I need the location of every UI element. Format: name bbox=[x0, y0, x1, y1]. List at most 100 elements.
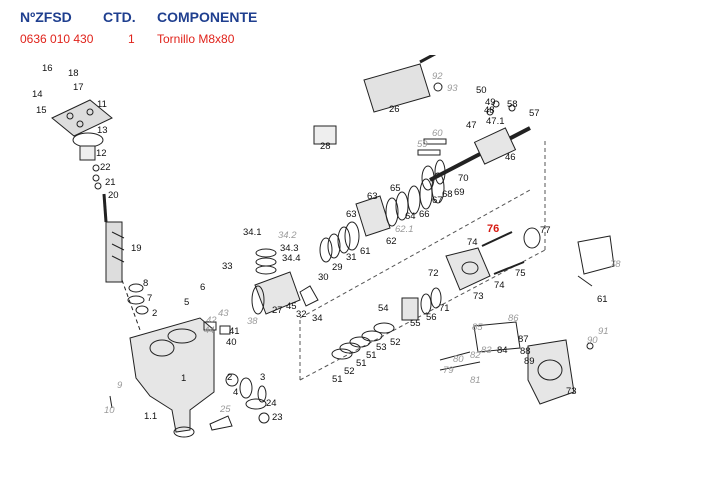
svg-text:52: 52 bbox=[390, 337, 401, 348]
svg-text:51: 51 bbox=[332, 374, 343, 385]
svg-text:19: 19 bbox=[131, 243, 142, 254]
svg-text:2: 2 bbox=[227, 372, 232, 383]
svg-text:21: 21 bbox=[105, 177, 116, 188]
svg-text:27: 27 bbox=[272, 305, 283, 316]
svg-text:38: 38 bbox=[247, 316, 258, 327]
svg-text:43: 43 bbox=[218, 308, 229, 319]
svg-text:33: 33 bbox=[222, 261, 233, 272]
svg-text:45: 45 bbox=[286, 301, 297, 312]
svg-text:51: 51 bbox=[356, 358, 367, 369]
svg-text:73: 73 bbox=[473, 291, 484, 302]
svg-text:25: 25 bbox=[219, 404, 231, 415]
svg-text:46: 46 bbox=[505, 152, 516, 163]
svg-text:80: 80 bbox=[453, 354, 464, 365]
svg-text:11: 11 bbox=[97, 99, 107, 110]
svg-text:54: 54 bbox=[378, 303, 389, 314]
svg-text:22: 22 bbox=[100, 162, 111, 173]
svg-text:78: 78 bbox=[610, 259, 621, 270]
svg-text:18: 18 bbox=[68, 68, 79, 79]
svg-text:2: 2 bbox=[152, 308, 157, 319]
row-quantity: 1 bbox=[128, 32, 135, 46]
svg-text:49: 49 bbox=[485, 97, 496, 108]
svg-text:8: 8 bbox=[143, 278, 148, 289]
svg-text:91: 91 bbox=[598, 326, 609, 337]
svg-text:61: 61 bbox=[597, 294, 608, 305]
svg-text:4: 4 bbox=[233, 387, 238, 398]
svg-text:68: 68 bbox=[442, 189, 453, 200]
svg-text:34.4: 34.4 bbox=[282, 253, 301, 264]
svg-text:10: 10 bbox=[104, 405, 115, 416]
header-component: COMPONENTE bbox=[157, 9, 258, 25]
svg-text:47: 47 bbox=[466, 120, 477, 131]
svg-text:14: 14 bbox=[32, 89, 43, 100]
svg-text:3: 3 bbox=[260, 372, 265, 383]
svg-text:87: 87 bbox=[518, 334, 529, 345]
svg-text:69: 69 bbox=[454, 187, 465, 198]
svg-text:28: 28 bbox=[320, 141, 331, 152]
svg-text:58: 58 bbox=[507, 99, 518, 110]
svg-text:88: 88 bbox=[520, 346, 531, 357]
svg-text:75: 75 bbox=[515, 268, 526, 279]
svg-text:92: 92 bbox=[432, 71, 443, 82]
header-part-number: NºZFSD bbox=[20, 9, 72, 25]
svg-text:26: 26 bbox=[389, 104, 400, 115]
svg-text:20: 20 bbox=[108, 190, 119, 201]
svg-text:29: 29 bbox=[332, 262, 343, 273]
svg-text:63: 63 bbox=[367, 191, 378, 202]
svg-text:85: 85 bbox=[472, 322, 483, 333]
svg-text:63: 63 bbox=[346, 209, 357, 220]
svg-text:65: 65 bbox=[390, 183, 401, 194]
svg-text:64: 64 bbox=[405, 211, 416, 222]
svg-text:74: 74 bbox=[494, 280, 505, 291]
svg-text:67: 67 bbox=[432, 195, 443, 206]
svg-text:17: 17 bbox=[73, 82, 84, 93]
svg-text:60: 60 bbox=[432, 128, 443, 139]
svg-text:42: 42 bbox=[206, 315, 217, 326]
svg-text:62.1: 62.1 bbox=[395, 224, 414, 235]
svg-text:83: 83 bbox=[481, 345, 492, 356]
svg-text:13: 13 bbox=[97, 125, 108, 136]
svg-text:93: 93 bbox=[447, 83, 458, 94]
svg-text:34: 34 bbox=[312, 313, 323, 324]
svg-text:34.1: 34.1 bbox=[243, 227, 262, 238]
svg-text:50: 50 bbox=[476, 85, 487, 96]
svg-text:51: 51 bbox=[366, 350, 377, 361]
svg-text:40: 40 bbox=[226, 337, 237, 348]
svg-text:86: 86 bbox=[508, 313, 519, 324]
svg-text:15: 15 bbox=[36, 105, 47, 116]
svg-text:62: 62 bbox=[386, 236, 397, 247]
svg-text:31: 31 bbox=[346, 252, 357, 263]
svg-text:34.2: 34.2 bbox=[278, 230, 297, 241]
svg-text:41: 41 bbox=[229, 326, 240, 337]
svg-text:81: 81 bbox=[470, 375, 481, 386]
svg-text:6: 6 bbox=[200, 282, 205, 293]
svg-text:59: 59 bbox=[417, 139, 428, 150]
svg-text:77: 77 bbox=[540, 225, 551, 236]
svg-text:48: 48 bbox=[484, 105, 495, 116]
row-part-number: 0636 010 430 bbox=[20, 32, 94, 46]
svg-text:82: 82 bbox=[470, 350, 481, 361]
svg-text:70: 70 bbox=[458, 173, 469, 184]
header-quantity: CTD. bbox=[103, 9, 136, 25]
svg-text:61: 61 bbox=[360, 246, 371, 257]
svg-text:71: 71 bbox=[439, 303, 450, 314]
svg-text:84: 84 bbox=[497, 345, 508, 356]
svg-text:12: 12 bbox=[96, 148, 107, 159]
svg-text:44: 44 bbox=[204, 325, 215, 336]
svg-text:73: 73 bbox=[566, 386, 577, 397]
svg-text:47.1: 47.1 bbox=[486, 116, 505, 127]
svg-text:52: 52 bbox=[344, 366, 355, 377]
svg-text:16: 16 bbox=[42, 63, 53, 74]
svg-text:55: 55 bbox=[410, 318, 421, 329]
svg-text:7: 7 bbox=[147, 293, 152, 304]
row-component: Tornillo M8x80 bbox=[157, 32, 235, 46]
svg-text:32: 32 bbox=[296, 309, 307, 320]
svg-text:23: 23 bbox=[272, 412, 283, 423]
svg-text:74: 74 bbox=[467, 237, 478, 248]
svg-text:57: 57 bbox=[529, 108, 540, 119]
svg-text:89: 89 bbox=[524, 356, 535, 367]
svg-text:34.3: 34.3 bbox=[280, 243, 299, 254]
svg-text:5: 5 bbox=[184, 297, 189, 308]
svg-text:1.1: 1.1 bbox=[144, 411, 157, 422]
svg-text:9: 9 bbox=[117, 380, 123, 391]
